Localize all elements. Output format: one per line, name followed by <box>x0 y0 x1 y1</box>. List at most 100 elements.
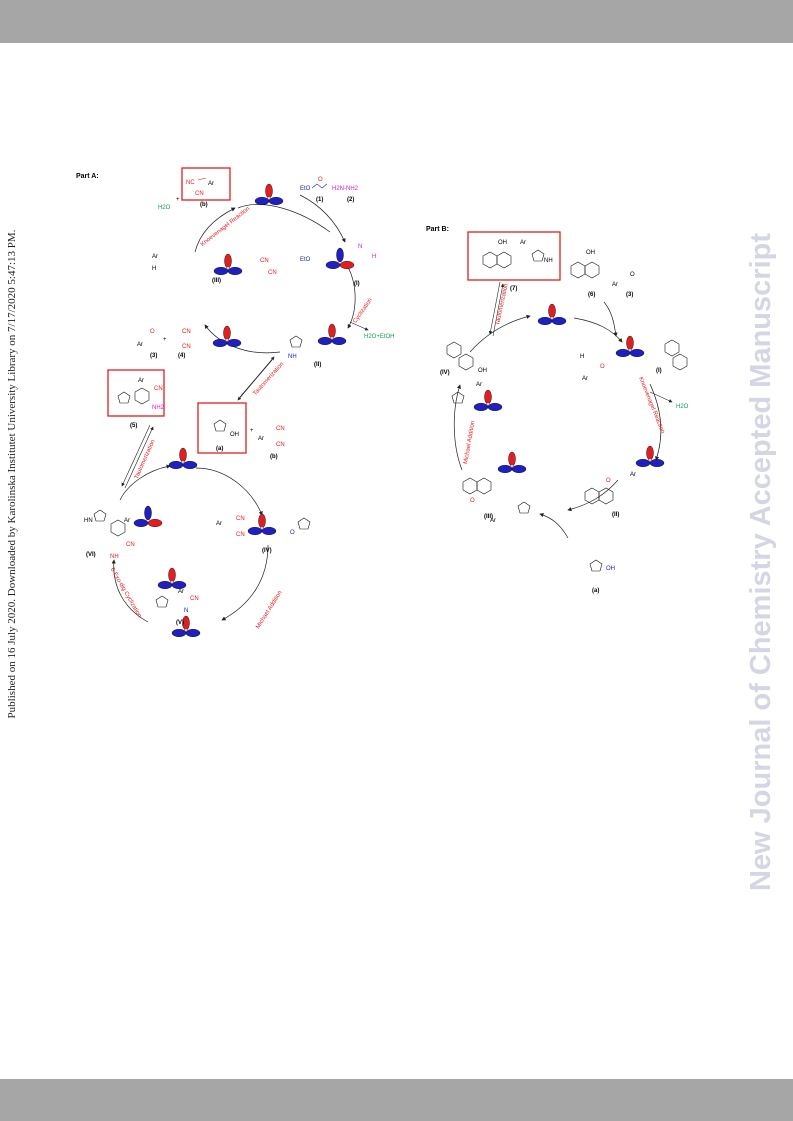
cycle-b-arc-2 <box>221 544 269 621</box>
int2-pyrazole-ring <box>289 335 303 348</box>
reagent-1-eto: EtO <box>300 186 311 192</box>
int6-hn: HN <box>84 518 93 524</box>
int-a-2-label: (II) <box>314 362 321 368</box>
int-a-3-label: (III) <box>212 278 221 284</box>
product-b-ar: Ar <box>208 181 214 187</box>
int4-ar: Ar <box>216 521 222 527</box>
int-a-4-label: (IV) <box>262 548 272 554</box>
reagent-3-ar: Ar <box>137 342 143 348</box>
product-7-nh: NH <box>544 258 553 264</box>
reagent-6-oh: OH <box>586 250 595 256</box>
int-b3-ar: Ar <box>490 518 496 524</box>
plus-sign-a3: + <box>250 428 254 434</box>
step-tautomerization-left: Tautomerization <box>134 439 157 480</box>
cycle-b-arc-1 <box>195 467 263 516</box>
int-b-1-label: (I) <box>656 368 662 374</box>
reagent-3b-ar: Ar <box>612 282 618 288</box>
product-5-ar: Ar <box>138 378 144 384</box>
water-b-label: H2O <box>676 404 689 410</box>
intermediate-5-orbital-a <box>157 567 187 589</box>
intermediate-1-orbital <box>325 247 355 269</box>
int-b4-ring-b <box>458 353 474 371</box>
int6-nh: NH <box>110 554 119 560</box>
cycle-a-arc-4 <box>194 207 236 253</box>
water-b-arrow <box>649 391 673 403</box>
int-b4-ring-a <box>446 341 462 359</box>
reagent-2-hydrazine: H2N-NH2 <box>332 186 359 192</box>
product-b-cn: CN <box>195 191 204 197</box>
label-a-b: (a) <box>592 588 599 594</box>
step-6-exo-dig: 6-Exo-dig Cyclization <box>109 567 142 619</box>
reagent-3b-o: O <box>630 272 635 278</box>
catalyst-orbital-mid <box>212 325 242 347</box>
cycle-b-arc-3 <box>111 559 149 623</box>
product-7-ring-a <box>482 251 498 269</box>
label-2: (2) <box>347 197 354 203</box>
int-b3-pyrazole-ring <box>517 501 531 514</box>
reagent-6-ring-a <box>570 261 586 279</box>
catalyst-orbital-b-right <box>635 445 665 467</box>
label-5: (5) <box>130 423 137 429</box>
product-7-ring-b <box>496 251 512 269</box>
int6-pyran-ring <box>110 519 126 537</box>
label-3b: (3) <box>626 292 633 298</box>
plus-sign-a1: + <box>176 197 180 203</box>
cycle-c-arc-3 <box>649 383 662 461</box>
int-b1-ar: Ar <box>582 376 588 382</box>
intermediate-3-orbital <box>213 253 243 275</box>
int-b1-h: H <box>580 354 584 360</box>
reagent-a-oh: OH <box>230 432 239 438</box>
int-b-2-label: (II) <box>612 512 619 518</box>
int4-cn-1: CN <box>236 516 245 522</box>
int6-pyrazole-ring <box>93 509 107 522</box>
bottom-bar <box>0 1079 793 1121</box>
product-5-ring-b <box>134 387 150 405</box>
cycle-c-arc-4 <box>567 479 619 512</box>
reagent-b-ar: Ar <box>258 436 264 442</box>
part-a-title: Part A: <box>76 173 99 180</box>
int-b3-ring-a <box>462 477 478 495</box>
int-a-1-label: (I) <box>354 281 360 287</box>
water-ethanol-arrow <box>349 321 369 331</box>
reagent-b-cn-1: CN <box>276 426 285 432</box>
reagent-a-ring <box>213 419 227 432</box>
int5-pyrazole-ring <box>155 595 169 608</box>
intermediate-6-orbital <box>133 505 163 527</box>
reagent-3-o: O <box>150 329 155 335</box>
reagent-a-box <box>197 402 247 454</box>
top-bar <box>0 0 793 43</box>
int-b2-ring-b <box>598 487 614 505</box>
reagent-6-ring-b <box>584 261 600 279</box>
int5-cn: CN <box>190 596 199 602</box>
int1-h: H <box>372 254 376 260</box>
int-b1-o: O <box>600 364 605 370</box>
intermediate-4-orbital <box>247 513 277 535</box>
int-b-3-label: (III) <box>484 514 493 520</box>
step-knoevenagel-a: Knoevenagel Reaction <box>200 206 251 248</box>
int3-h: H <box>152 266 156 272</box>
int6-ar: Ar <box>124 518 130 524</box>
reagent-4-cn-1: CN <box>182 329 191 335</box>
int-b3-o: O <box>470 498 475 504</box>
int6-cn: CN <box>126 542 135 548</box>
catalyst-orbital-b-top <box>537 303 567 325</box>
step-tautomerization-b: Tautomerization <box>495 283 510 326</box>
reagent-4-cn-2: CN <box>182 344 191 350</box>
label-b-top: (b) <box>200 202 208 208</box>
int-b4-oh: OH <box>478 368 487 374</box>
int-b3-orbital <box>497 451 527 473</box>
int3-cn-1: CN <box>260 258 269 264</box>
int-b2-ar: Ar <box>630 472 636 478</box>
step-michael-a: Michael Addition <box>255 590 283 630</box>
step-knoevenagel-b: Knoevenagel Reaction <box>637 376 665 434</box>
label-4: (4) <box>178 353 185 359</box>
product-b-box <box>181 167 231 201</box>
int-b1-ring-b <box>672 353 688 371</box>
int-a-5-label: (V) <box>176 620 184 626</box>
int-a-6-label: (VI) <box>86 552 96 558</box>
catalyst-orbital-top <box>254 183 284 206</box>
product-7-oh: OH <box>498 240 507 246</box>
int-b4-orbital <box>473 389 503 411</box>
int2-n: NH <box>288 354 297 360</box>
